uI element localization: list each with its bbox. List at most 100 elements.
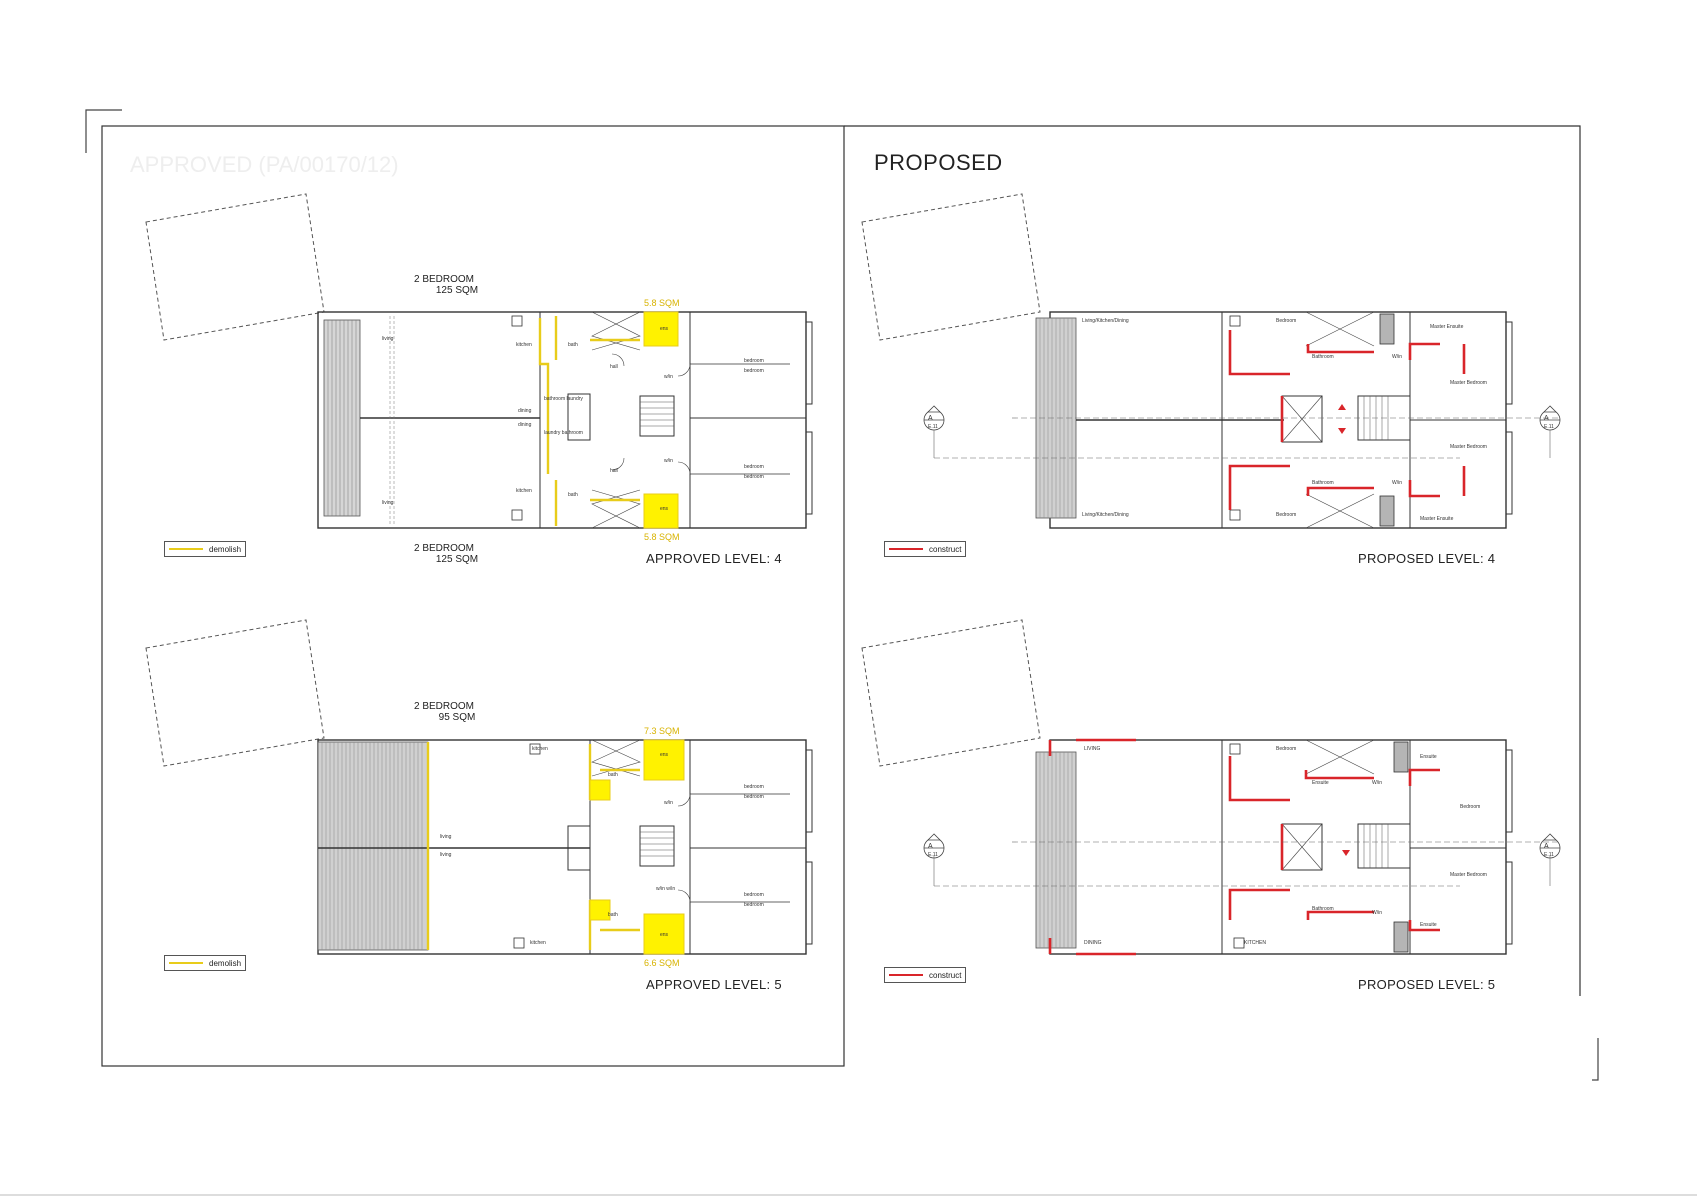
- a5-room: living: [440, 852, 452, 858]
- plan-proposed-level-5: [933, 738, 1560, 956]
- a4-legend: demolish: [164, 541, 247, 557]
- p4-room: W/in: [1392, 354, 1402, 360]
- a5-top-unit: 2 BEDROOM 95 SQM: [400, 701, 488, 723]
- p4-room: Bathroom: [1312, 354, 1334, 360]
- a5-room: w/in: [664, 800, 673, 806]
- p5-room: Bedroom: [1460, 804, 1481, 810]
- p4-room: Bedroom: [1276, 512, 1297, 518]
- a5-room: ens: [660, 932, 669, 938]
- a4-room: ens: [660, 506, 669, 512]
- construct-swatch: [889, 974, 923, 976]
- a4-top-unit-area: 125 SQM: [435, 285, 479, 296]
- a4-tag-top: 5.8 SQM: [644, 298, 680, 308]
- p4-room: Master Ensuite: [1430, 324, 1464, 330]
- a4-bottom-unit-name: 2 BEDROOM: [413, 543, 474, 554]
- a5-top-unit-area: 95 SQM: [438, 712, 476, 723]
- p4-legend: construct: [884, 541, 967, 557]
- p5-room: Master Bedroom: [1450, 872, 1487, 878]
- a4-room: bedroom: [744, 474, 764, 480]
- proposed-sheet-title: PROPOSED: [874, 150, 1003, 175]
- a4-room: w/in: [664, 458, 673, 464]
- p5-section-tag-left: A: [928, 843, 933, 850]
- p5-legend: construct: [884, 967, 967, 983]
- a4-room: bedroom: [744, 358, 764, 364]
- a4-room: hall: [610, 468, 618, 474]
- section-markers: [923, 405, 1561, 859]
- plan-approved-level-4: [317, 311, 813, 529]
- p4-section-tag-left: A: [928, 415, 933, 422]
- p5-room: W/in: [1372, 780, 1382, 786]
- p5-room: KITCHEN: [1244, 940, 1266, 946]
- p5-room: Ensuite: [1312, 780, 1329, 786]
- a5-room: living: [440, 834, 452, 840]
- a4-room: laundry bathroom: [544, 430, 583, 436]
- p5-room: Ensuite: [1420, 754, 1437, 760]
- a4-room: dining: [518, 422, 532, 428]
- a4-top-unit: 2 BEDROOM 125 SQM: [400, 274, 488, 296]
- p5-room: Ensuite: [1420, 922, 1437, 928]
- a5-room: bath: [608, 772, 618, 778]
- a5-room: bath: [608, 912, 618, 918]
- p4-room: Living/Kitchen/Dining: [1082, 512, 1129, 518]
- p4-room: Bathroom: [1312, 480, 1334, 486]
- p5-room: W/in: [1372, 910, 1382, 916]
- a4-room: kitchen: [516, 342, 532, 348]
- a4-room: kitchen: [516, 488, 532, 494]
- a5-room: w/in w/in: [656, 886, 676, 892]
- corner-mark-top-left: [85, 109, 122, 153]
- p4-room: Living/Kitchen/Dining: [1082, 318, 1129, 324]
- site-outline-p4: [861, 193, 1041, 341]
- plan-approved-level-5: [317, 739, 813, 955]
- a4-room: w/in: [664, 374, 673, 380]
- a5-top-unit-name: 2 BEDROOM: [413, 701, 474, 712]
- p5-room: LIVING: [1084, 746, 1101, 752]
- p5-room: Bathroom: [1312, 906, 1334, 912]
- p4-room: Master Bedroom: [1450, 444, 1487, 450]
- a5-room: ens: [660, 752, 669, 758]
- p5-section-ref-left: E.11: [928, 852, 938, 858]
- p5-room: DINING: [1084, 940, 1102, 946]
- a4-room: bathroom laundry: [544, 396, 583, 402]
- site-outline-a4: [145, 193, 325, 341]
- a5-tag-bottom: 6.6 SQM: [644, 958, 680, 968]
- a5-room: bedroom: [744, 892, 764, 898]
- a5-room: kitchen: [530, 940, 546, 946]
- p4-section-ref-right: E.11: [1544, 424, 1554, 430]
- a4-room: bath: [568, 492, 578, 498]
- a4-room: hall: [610, 364, 618, 370]
- a4-room: bedroom: [744, 368, 764, 374]
- a5-legend-text: demolish: [209, 958, 242, 968]
- p5-room: Bedroom: [1276, 746, 1297, 752]
- demolish-swatch: [169, 962, 203, 964]
- p5-section-tag-right: A: [1544, 843, 1549, 850]
- p5-section-ref-right: E.11: [1544, 852, 1554, 858]
- a5-room: bedroom: [744, 794, 764, 800]
- a4-room: ens: [660, 326, 669, 332]
- a4-top-unit-name: 2 BEDROOM: [413, 274, 474, 285]
- a4-legend-text: demolish: [209, 544, 242, 554]
- p4-caption: PROPOSED LEVEL: 4: [1358, 551, 1496, 566]
- construct-swatch: [889, 548, 923, 550]
- corner-mark-bottom-right: [1592, 1038, 1599, 1081]
- a4-tag-bottom: 5.8 SQM: [644, 532, 680, 542]
- p4-room: Master Bedroom: [1450, 380, 1487, 386]
- a4-caption: APPROVED LEVEL: 4: [646, 551, 782, 566]
- a4-bottom-unit: 2 BEDROOM 125 SQM: [400, 543, 488, 565]
- a4-room: living: [382, 500, 394, 506]
- a4-room: living: [382, 336, 394, 342]
- p5-caption: PROPOSED LEVEL: 5: [1358, 977, 1496, 992]
- site-outline-a5: [145, 619, 325, 767]
- site-outline-p5: [861, 619, 1041, 767]
- a5-tag-top: 7.3 SQM: [644, 726, 680, 736]
- a4-room: bedroom: [744, 464, 764, 470]
- a5-room: bedroom: [744, 902, 764, 908]
- a5-room: kitchen: [532, 746, 548, 752]
- demolish-swatch: [169, 548, 203, 550]
- p4-room: Bedroom: [1276, 318, 1297, 324]
- p4-legend-text: construct: [929, 544, 962, 554]
- a5-legend: demolish: [164, 955, 247, 971]
- a4-bottom-unit-area: 125 SQM: [435, 554, 479, 565]
- plan-proposed-level-4: [933, 311, 1560, 529]
- a5-caption: APPROVED LEVEL: 5: [646, 977, 782, 992]
